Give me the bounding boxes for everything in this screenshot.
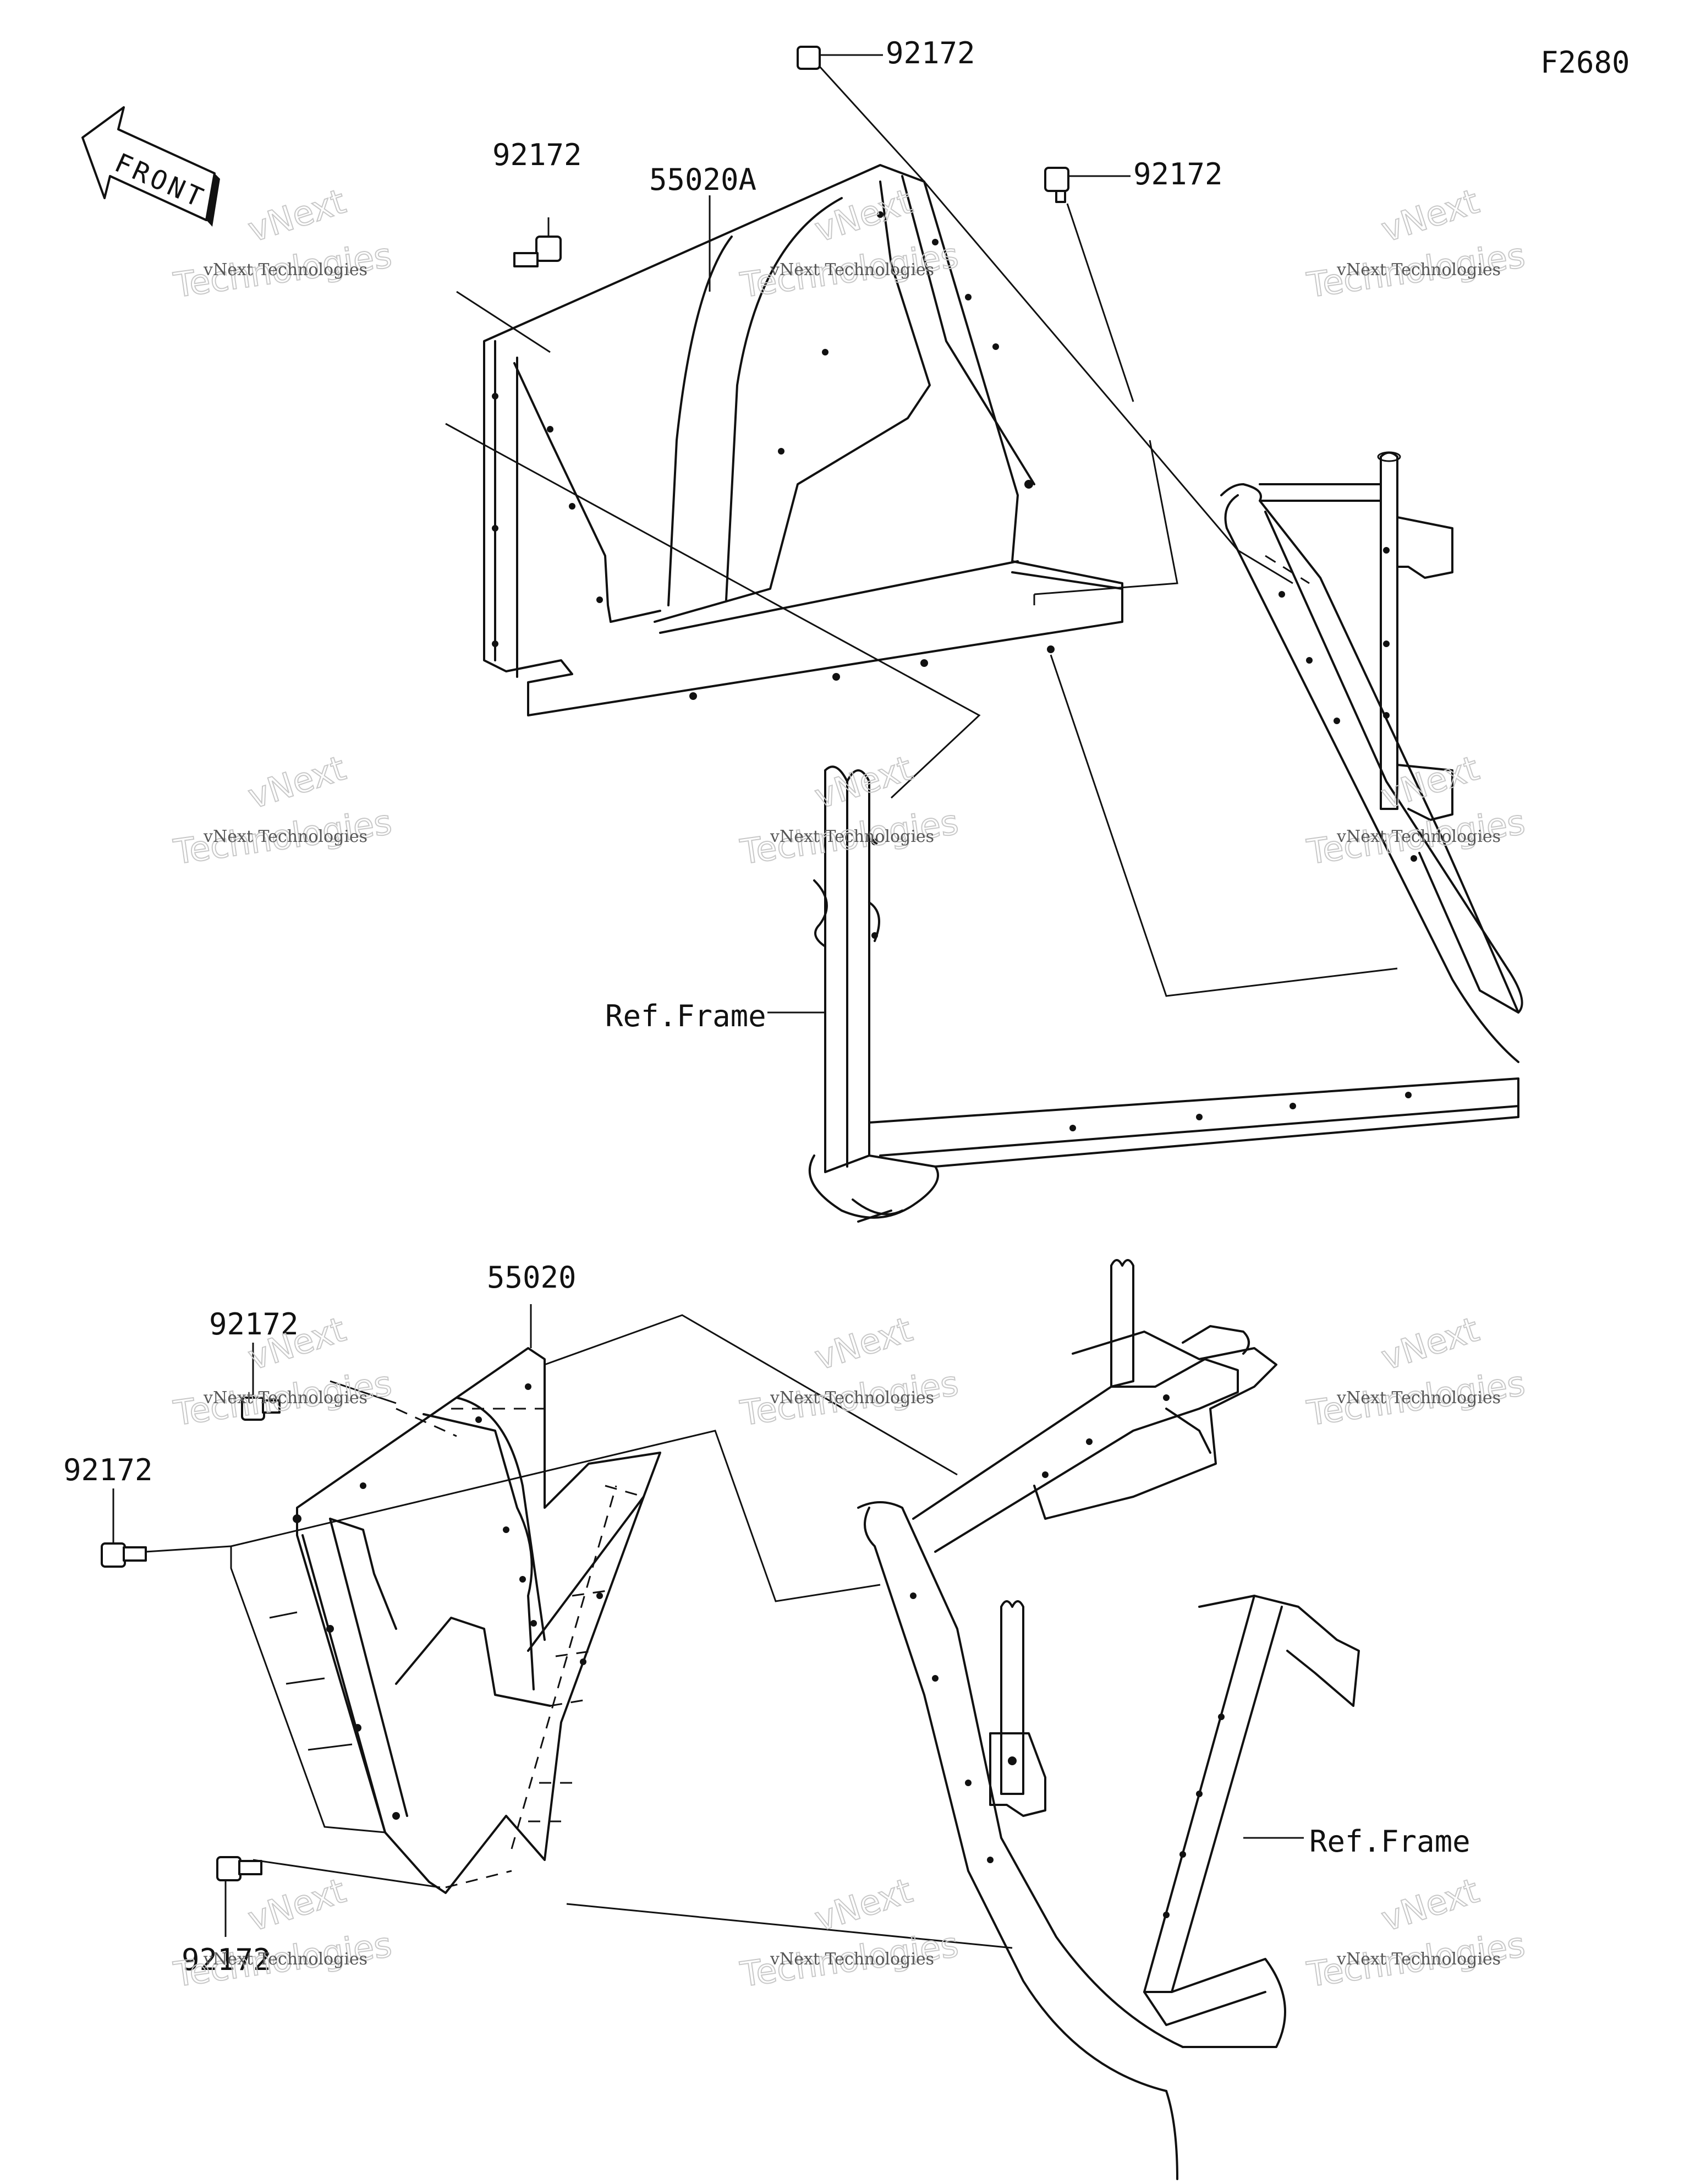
watermark-9: vNext Technologies vNext Technologies [1304, 1309, 1528, 1434]
label-top-bolt-b: 92172 [1133, 157, 1223, 191]
svg-text:vNext Technologies: vNext Technologies [770, 1950, 934, 1969]
svg-text:vNext: vNext [243, 748, 350, 817]
watermark-2: vNext Technologies vNext Technologies [737, 180, 962, 306]
svg-text:vNext Technologies: vNext Technologies [203, 260, 367, 280]
svg-text:vNext Technologies: vNext Technologies [1336, 260, 1501, 280]
label-lower-panel: 55020 [487, 1260, 577, 1295]
label-lower-bolt-c: 92172 [182, 1942, 271, 1977]
svg-text:vNext Technologies: vNext Technologies [203, 1388, 367, 1408]
watermark-8: vNext Technologies vNext Technologies [737, 1309, 962, 1434]
svg-text:vNext: vNext [810, 1870, 917, 1939]
svg-text:vNext Technologies: vNext Technologies [1336, 1950, 1501, 1969]
svg-text:vNext Technologies: vNext Technologies [1336, 827, 1501, 846]
svg-text:vNext Technologies: vNext Technologies [770, 1388, 934, 1408]
upper-panel-55020a [483, 164, 1123, 716]
watermark-4: vNext Technologies vNext Technologies [171, 747, 395, 873]
svg-text:vNext: vNext [1376, 181, 1484, 250]
svg-text:vNext: vNext [243, 1870, 350, 1939]
svg-text:vNext: vNext [810, 748, 917, 817]
lower-panel-55020 [293, 1347, 661, 1894]
svg-text:vNext Technologies: vNext Technologies [1336, 1388, 1501, 1408]
svg-text:vNext: vNext [1376, 1870, 1484, 1939]
watermark-6: vNext Technologies vNext Technologies [1304, 747, 1528, 873]
bolt-icon-lower-c [216, 1856, 262, 1937]
label-lower-frame: Ref.Frame [1309, 1824, 1470, 1859]
bolt-icon-top-b [1044, 167, 1131, 203]
svg-text:vNext: vNext [1376, 748, 1484, 817]
label-top-bolt-a: 92172 [886, 36, 975, 70]
svg-text:vNext Technologies: vNext Technologies [770, 827, 934, 846]
label-upper-panel: 55020A [649, 162, 756, 197]
svg-text:vNext Technologies: vNext Technologies [203, 827, 367, 846]
watermark-12: vNext Technologies vNext Technologies [1304, 1870, 1528, 1995]
label-lower-bolt-b: 92172 [63, 1453, 153, 1487]
watermark-10: vNext Technologies vNext Technologies [171, 1870, 395, 1995]
upper-leader-lines [445, 59, 1398, 997]
bolt-icon-top-a [797, 46, 883, 70]
watermark-7: vNext Technologies vNext Technologies [171, 1309, 395, 1434]
bolt-icon-lower-b [101, 1488, 232, 1568]
watermark-3: vNext Technologies vNext Technologies [1304, 180, 1528, 306]
svg-text:vNext Technologies: vNext Technologies [203, 1950, 367, 1969]
front-arrow-icon: FRONT [81, 106, 220, 227]
bolt-icon-lower-a [241, 1343, 281, 1421]
label-upper-frame: Ref.Frame [605, 999, 766, 1033]
label-lower-bolt-a: 92172 [209, 1307, 299, 1342]
diagram-code: F2680 [1540, 45, 1630, 80]
bolt-icon-top-c [513, 217, 562, 267]
watermark-5: vNext Technologies vNext Technologies [737, 747, 962, 873]
svg-text:vNext: vNext [810, 181, 917, 250]
upper-ref-frame [808, 451, 1523, 1223]
svg-text:vNext: vNext [810, 1309, 917, 1378]
lower-leader-lines [230, 1304, 1013, 1949]
lower-ref-frame [857, 1259, 1360, 2180]
svg-text:vNext: vNext [1376, 1309, 1484, 1378]
svg-text:vNext: vNext [243, 181, 350, 250]
svg-text:vNext Technologies: vNext Technologies [770, 260, 934, 280]
label-top-bolt-c: 92172 [492, 138, 582, 172]
